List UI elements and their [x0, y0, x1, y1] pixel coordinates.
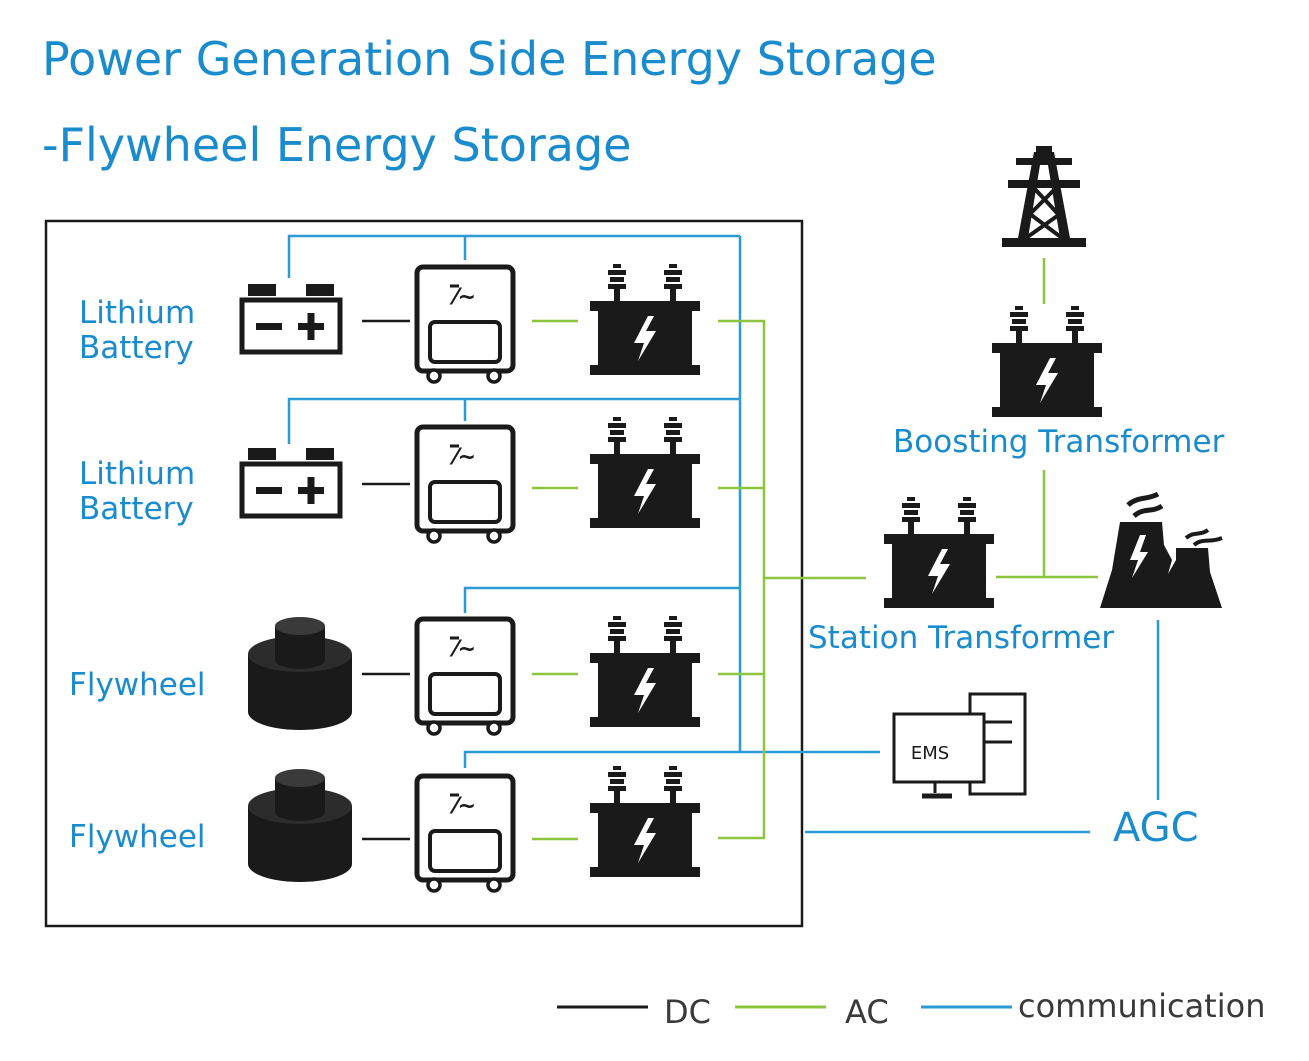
transformer-icon: [590, 264, 700, 375]
pcs-converter-icon: [417, 427, 513, 542]
unit-2-label: Lithium Battery: [79, 457, 195, 527]
station-transformer-label: Station Transformer: [808, 620, 1115, 656]
legend-communication-label: communication: [1018, 987, 1266, 1025]
battery-icon: [242, 448, 340, 516]
page-title: Power Generation Side Energy Storage: [42, 32, 937, 86]
transformer-icon: [590, 616, 700, 727]
unit-1-label-line1: Lithium: [79, 295, 196, 331]
pcs-converter-icon: [417, 267, 513, 382]
page-subtitle: -Flywheel Energy Storage: [42, 118, 632, 172]
ems-computer-icon: [892, 692, 1027, 799]
unit-1-label: Lithium Battery: [79, 296, 195, 366]
battery-icon: [242, 284, 340, 352]
unit-4-label: Flywheel: [69, 819, 206, 855]
transmission-tower-icon: [1002, 146, 1086, 247]
boosting-transformer-label: Boosting Transformer: [893, 424, 1225, 460]
storage-system-enclosure: [44, 219, 804, 928]
transformer-icon: [590, 417, 700, 528]
station-transformer-icon: [884, 497, 994, 608]
legend-ac-label: AC: [845, 993, 889, 1031]
unit-2-label-line2: Battery: [79, 491, 194, 527]
dc-lines: [362, 319, 410, 841]
power-plant-icon: [1100, 491, 1223, 608]
agc-label: AGC: [1113, 805, 1199, 851]
unit-2-label-line1: Lithium: [79, 456, 196, 492]
ems-label: EMS: [911, 743, 949, 764]
legend-dc-label: DC: [664, 993, 711, 1031]
ac-lines: [532, 258, 1098, 841]
flywheel-icon: [248, 617, 352, 730]
unit-1-label-line2: Battery: [79, 330, 194, 366]
pcs-converter-icon: [417, 776, 513, 891]
unit-3-label: Flywheel: [69, 667, 206, 703]
pcs-converter-icon: [417, 619, 513, 734]
boosting-transformer-icon: [992, 306, 1102, 417]
flywheel-icon: [248, 769, 352, 882]
transformer-icon: [590, 766, 700, 877]
